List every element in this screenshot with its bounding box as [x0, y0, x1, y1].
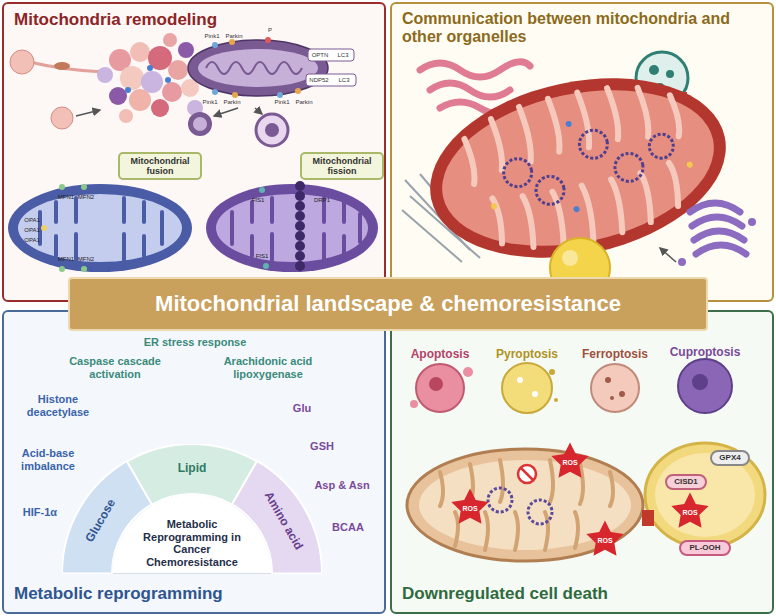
panel: Metabolic reprogramming Metabolic Reprogr…: [2, 310, 386, 614]
lipid-text: PL-OOH: [681, 543, 729, 552]
arc-shape: [232, 461, 322, 574]
panel: Communication between mitochondria and o…: [390, 2, 774, 302]
process-label: Mitochondrial fission: [300, 152, 384, 180]
process-text: Mitochondrial fusion: [120, 156, 200, 177]
panel: Mitochondria remodelingMitochondrial fus…: [2, 2, 386, 302]
process-text: Mitochondrial fission: [302, 156, 382, 177]
panel-heading: Mitochondria remodeling: [14, 10, 374, 30]
banner-title: Mitochondrial landscape & chemoresistanc…: [70, 291, 706, 316]
panel-heading: Communication between mitochondria and o…: [402, 10, 752, 47]
segment-text: Lipid: [178, 462, 207, 476]
panel: Downregulated cell death GPX4CISD1PL-OOH: [390, 310, 774, 614]
protein-text: CISD1: [667, 477, 705, 486]
title-banner: Mitochondrial landscape & chemoresistanc…: [68, 277, 708, 331]
process-label: Mitochondrial fusion: [118, 152, 202, 180]
protein-pill: CISD1: [665, 474, 707, 490]
protein-text: GPX4: [712, 453, 748, 462]
lipid-pill: PL-OOH: [679, 540, 731, 556]
protein-pill: GPX4: [710, 450, 750, 466]
panel-heading: Downregulated cell death: [402, 584, 762, 604]
hub-text: Metabolic Reprogramming in Cancer Chemor…: [134, 518, 250, 569]
arc-segment: Amino acid: [232, 461, 322, 574]
panel-heading: Metabolic reprogramming: [14, 584, 374, 604]
